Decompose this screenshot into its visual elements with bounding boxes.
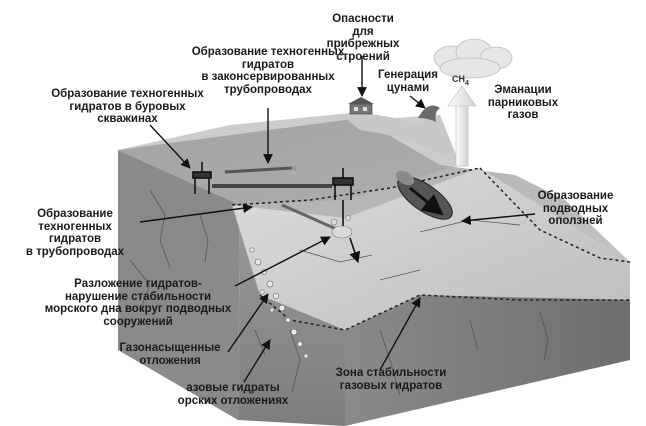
gas-bubbles — [249, 247, 309, 359]
gas-emanation-arrow — [447, 85, 477, 167]
subsidence-arrow — [349, 237, 361, 264]
coastal-building-icon — [348, 97, 374, 115]
label-marine-hydrates: азовые гидраты орских отложениях — [177, 382, 289, 407]
sea-surface — [118, 112, 460, 205]
label-ch4: CH4 — [452, 74, 469, 87]
label-pipelines: Образование техногенных гидратов в трубо… — [25, 208, 125, 258]
label-greenhouse: Эманации парниковых газов — [487, 84, 559, 121]
dissociation-bubbles — [330, 215, 353, 239]
offshore-platform-icon — [332, 168, 354, 228]
label-dissociation: Разложение гидратов- нарушение стабильно… — [44, 278, 232, 328]
label-tsunami: Генерация цунами — [378, 69, 438, 94]
continental-slope — [232, 168, 630, 330]
pipelines — [212, 165, 344, 234]
coastline — [345, 115, 460, 165]
block-left-face — [118, 150, 240, 420]
label-stability-zone: Зона стабильности газовых гидратов — [335, 367, 447, 392]
label-landslides: Образование подводных оползней — [537, 190, 614, 227]
label-drilling-wells: Образование техногенных гидратов в буров… — [51, 88, 204, 125]
label-abandoned-pipelines: Образование техногенных гидратов в закон… — [191, 46, 345, 96]
tsunami-wave — [418, 105, 440, 122]
gas-cloud-icon — [433, 38, 513, 79]
label-coastal-hazard: Опасности для прибрежных строений — [326, 13, 400, 63]
leader-lines — [139, 56, 536, 383]
hydrate-stability-boundary — [231, 167, 631, 331]
drilling-platform-icon — [192, 162, 212, 194]
landslide-arrow — [409, 186, 444, 216]
label-gas-saturated: Газонасыщенные отложения — [119, 342, 221, 367]
